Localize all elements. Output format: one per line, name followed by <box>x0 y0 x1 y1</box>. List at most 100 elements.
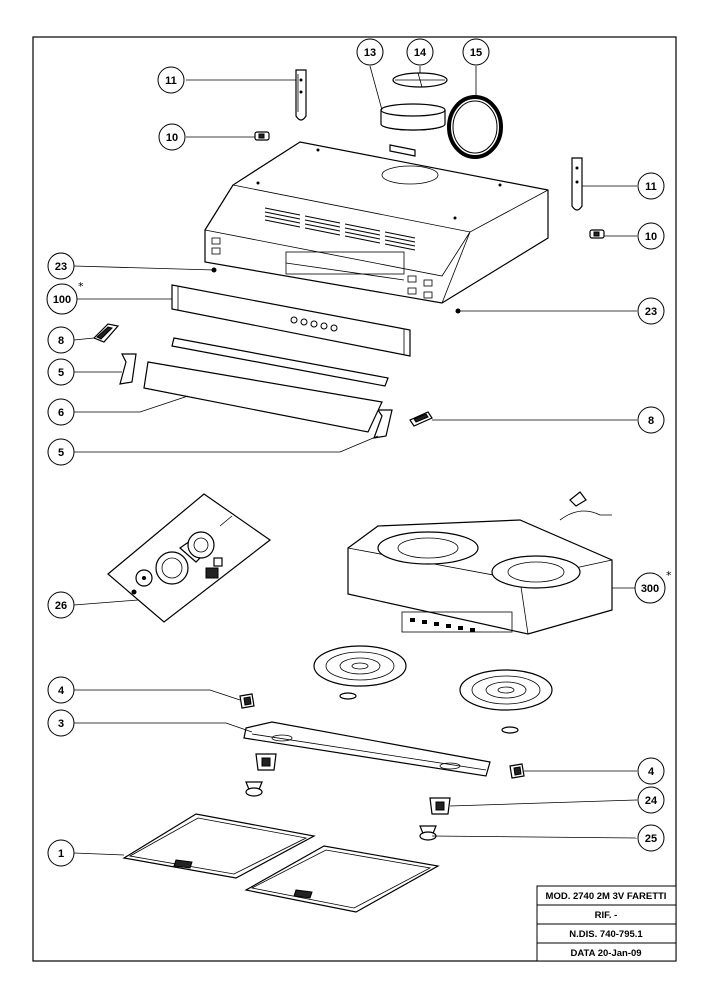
callout-asterisk: * <box>666 569 672 582</box>
callout-label: 25 <box>645 833 657 845</box>
callout-3: 3 <box>47 709 75 737</box>
title-block-ref: RIF. - <box>595 910 618 921</box>
callout-label: 23 <box>645 306 657 318</box>
callout-circle <box>356 38 384 66</box>
part-bracket-11-left <box>295 69 307 121</box>
callout-circle <box>47 326 75 354</box>
part-flue-collar-13 <box>380 103 446 131</box>
callout-label: 3 <box>58 718 64 730</box>
callout-100: 100 * <box>46 280 84 315</box>
part-bulb-25-left <box>245 781 263 797</box>
callout-300: 300 * <box>634 569 672 604</box>
callout-26: 26 <box>47 591 75 619</box>
callout-asterisk: * <box>78 280 84 293</box>
callout-circle <box>47 358 75 386</box>
callout-circle <box>637 786 665 814</box>
title-block-model: MOD. 2740 2M 3V FARETTI <box>546 891 667 902</box>
callout-label: 5 <box>58 447 64 459</box>
part-clip-10-right <box>589 229 605 239</box>
callout-label: 1 <box>58 848 64 860</box>
callout-circle <box>158 123 186 151</box>
callout-label: 11 <box>645 181 657 193</box>
part-ring-15 <box>447 95 503 159</box>
callout-circle <box>637 297 665 325</box>
callout-label: 4 <box>648 766 655 778</box>
part-motor-26 <box>107 493 272 623</box>
callout-11: 11 <box>637 172 665 200</box>
callout-circle <box>637 824 665 852</box>
part-knob-8-left <box>92 323 120 343</box>
callout-circle <box>637 406 665 434</box>
leader-lines <box>73 65 638 856</box>
callout-label: 300 <box>641 583 659 595</box>
callout-label: 8 <box>648 415 654 427</box>
part-fan-disc-right <box>459 669 553 734</box>
part-grease-filter-1-right <box>244 845 440 913</box>
callout-label: 6 <box>58 407 64 419</box>
drawing-border <box>32 36 677 962</box>
callout-circle <box>634 572 666 604</box>
part-bulb-25-right <box>419 825 437 841</box>
callout-label: 26 <box>55 600 67 612</box>
callout-23: 23 <box>47 252 75 280</box>
part-clip-10-left <box>254 131 270 141</box>
part-damper-14 <box>392 72 448 88</box>
callout-8: 8 <box>637 406 665 434</box>
callout-circle <box>47 398 75 426</box>
part-control-panel-100 <box>171 284 411 357</box>
callout-label: 5 <box>58 367 64 379</box>
part-hinge-5-right <box>373 409 393 439</box>
part-front-rail <box>171 337 389 387</box>
title-block-drawing-number: N.DIS. 740-795.1 <box>569 929 643 940</box>
callout-label: 100 <box>53 294 71 306</box>
callout-circle <box>47 676 75 704</box>
callout-5: 5 <box>47 438 75 466</box>
part-hinge-5-left <box>119 353 137 385</box>
callout-circle <box>637 172 665 200</box>
callout-circle <box>47 839 75 867</box>
callout-14: 14 <box>406 38 434 66</box>
callout-circle <box>406 38 434 66</box>
callout-circle <box>462 38 490 66</box>
part-bracket-11-right <box>571 157 583 211</box>
callout-circle <box>637 222 665 250</box>
part-grease-filter-1-left <box>122 813 316 879</box>
callout-6: 6 <box>47 398 75 426</box>
callout-8: 8 <box>47 326 75 354</box>
part-knob-8-right <box>409 411 433 427</box>
callout-circle <box>637 757 665 785</box>
callout-circle <box>157 66 185 94</box>
part-fan-disc-left <box>313 645 407 700</box>
callout-label: 11 <box>165 75 177 87</box>
callout-11: 11 <box>157 66 185 94</box>
callout-13: 13 <box>356 38 384 66</box>
callout-label: 14 <box>414 47 427 59</box>
callout-circle <box>47 438 75 466</box>
callout-5: 5 <box>47 358 75 386</box>
part-clip-4-right <box>509 763 525 779</box>
part-visor-6 <box>143 361 383 433</box>
callout-label: 10 <box>645 231 657 243</box>
callout-circle <box>47 252 75 280</box>
part-housing-300 <box>347 491 613 635</box>
callout-10: 10 <box>637 222 665 250</box>
title-block-date: DATA 20-Jan-09 <box>570 948 641 959</box>
part-lamp-holder-24-right <box>429 797 451 815</box>
callout-label: 10 <box>166 132 178 144</box>
callout-24: 24 <box>637 786 665 814</box>
callout-label: 8 <box>58 335 64 347</box>
callout-1: 1 <box>47 839 75 867</box>
callout-25: 25 <box>637 824 665 852</box>
callout-circle <box>47 591 75 619</box>
part-lamp-bar-3 <box>243 721 491 777</box>
callout-group: 11 13 14 15 10 11 10 23 100 * 23 8 5 6 8 5 26 300 * 4 3 4 24 25… <box>46 38 672 867</box>
callout-4: 4 <box>47 676 75 704</box>
callout-label: 15 <box>470 47 482 59</box>
callout-15: 15 <box>462 38 490 66</box>
callout-circle <box>47 709 75 737</box>
callout-label: 23 <box>55 261 67 273</box>
part-clip-4-left <box>239 693 255 709</box>
callout-label: 13 <box>364 47 376 59</box>
callout-label: 24 <box>645 795 658 807</box>
